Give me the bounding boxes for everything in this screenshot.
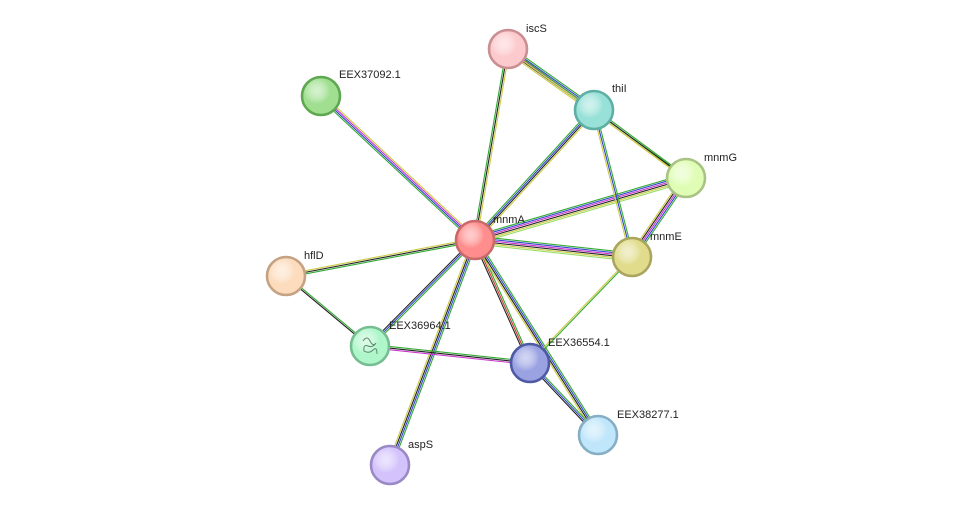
edge-strand — [474, 176, 687, 240]
edge-strand — [369, 239, 476, 347]
edge-thii-mnme[interactable] — [591, 109, 635, 258]
edge-strand — [369, 345, 531, 364]
edge-strand — [473, 239, 598, 436]
edge-strand — [472, 48, 507, 241]
edge-mnma-eex36964-1[interactable] — [368, 238, 477, 348]
edge-strand — [475, 179, 688, 243]
edge-strand — [285, 237, 476, 275]
edge-strand — [475, 109, 596, 242]
edge-mnma-eex36554-1[interactable] — [472, 238, 533, 365]
edge-strand — [320, 94, 477, 240]
node-label: aspS — [408, 439, 433, 451]
edge-strand — [322, 93, 478, 239]
edge-mnma-mnme[interactable] — [474, 235, 633, 262]
node-mnme[interactable]: mnmE — [611, 231, 682, 278]
edge-strand — [473, 175, 686, 239]
edge-strand — [370, 240, 477, 348]
node-highlight — [268, 258, 304, 294]
edge-eex36964-1-eex36554-1[interactable] — [369, 343, 531, 366]
node-label: iscS — [526, 23, 547, 35]
node-label: mnmA — [493, 214, 525, 226]
edge-strand — [474, 238, 633, 257]
edge-strand — [475, 239, 600, 436]
node-highlight — [580, 417, 616, 453]
protein-structure-icon — [362, 337, 378, 355]
node-highlight — [303, 78, 339, 114]
edge-mnma-thii[interactable] — [472, 107, 597, 243]
node-eex36554-1[interactable]: EEX36554.1 — [509, 337, 610, 384]
edge-strand — [474, 178, 687, 242]
edge-strand — [474, 241, 633, 260]
edge-strand — [285, 239, 476, 277]
edge-strand — [594, 109, 635, 258]
node-highlight — [372, 447, 408, 483]
edge-strand — [530, 256, 634, 365]
node-eex36964-1[interactable]: EEX36964.1 — [349, 320, 451, 367]
edge-mnme-eex36554-1[interactable] — [528, 255, 634, 365]
node-label: EEX36964.1 — [389, 320, 451, 332]
node-highlight — [352, 328, 388, 364]
node-highlight — [512, 345, 548, 381]
node-hfld[interactable]: hflD — [265, 250, 324, 297]
edge-strand — [476, 48, 511, 241]
node-label: mnmG — [704, 152, 737, 164]
edge-strand — [285, 241, 476, 279]
node-thii[interactable]: thiI — [573, 83, 627, 131]
edge-strand — [318, 97, 474, 243]
edge-strand — [368, 238, 475, 346]
node-mnma[interactable]: mnmA — [454, 214, 525, 261]
node-highlight — [668, 160, 704, 196]
node-label: hflD — [304, 250, 324, 262]
edge-strand — [474, 243, 633, 262]
edge-strand — [593, 109, 633, 258]
edge-mnma-eex37092-1[interactable] — [318, 93, 478, 243]
edge-strand — [474, 240, 633, 259]
edge-mnma-iscs[interactable] — [472, 48, 511, 241]
edge-strand — [474, 239, 531, 364]
edge-strand — [476, 111, 597, 243]
node-iscs[interactable]: iscS — [487, 23, 547, 70]
edge-strand — [369, 347, 531, 366]
edge-strand — [475, 181, 688, 245]
node-eex37092-1[interactable]: EEX37092.1 — [300, 69, 401, 117]
node-eex38277-1[interactable]: EEX38277.1 — [577, 409, 679, 456]
node-mnmg[interactable]: mnmG — [665, 152, 737, 199]
node-highlight — [614, 239, 650, 275]
edge-strand — [528, 255, 632, 364]
node-label: mnmE — [650, 231, 682, 243]
edge-strand — [473, 108, 594, 241]
node-asps[interactable]: aspS — [369, 439, 433, 486]
node-highlight — [576, 92, 612, 128]
edge-strand — [591, 109, 632, 258]
node-label: EEX38277.1 — [617, 409, 679, 421]
edge-strand — [474, 237, 633, 256]
nodes-layer: mnmA iscS thiI mnmG mnmE EEX37092.1 hflD EEX369… — [265, 23, 737, 486]
edge-strand — [472, 240, 597, 437]
edge-strand — [474, 48, 509, 241]
edge-strand — [472, 240, 530, 365]
edge-strand — [369, 343, 531, 362]
node-label: EEX37092.1 — [339, 69, 401, 81]
edge-mnma-hfld[interactable] — [285, 237, 476, 279]
node-label: EEX36554.1 — [548, 337, 610, 349]
node-highlight — [457, 222, 493, 258]
node-highlight — [490, 31, 526, 67]
edge-strand — [319, 96, 476, 242]
edge-strand — [387, 238, 474, 465]
edge-strand — [474, 235, 633, 254]
edge-strand — [475, 238, 533, 363]
node-label: thiI — [612, 83, 627, 95]
edge-strand — [473, 173, 686, 237]
edge-mnma-eex38277-1[interactable] — [472, 238, 601, 437]
edge-strand — [476, 238, 601, 435]
edge-strand — [472, 107, 593, 239]
edge-mnma-mnmg[interactable] — [473, 173, 688, 245]
